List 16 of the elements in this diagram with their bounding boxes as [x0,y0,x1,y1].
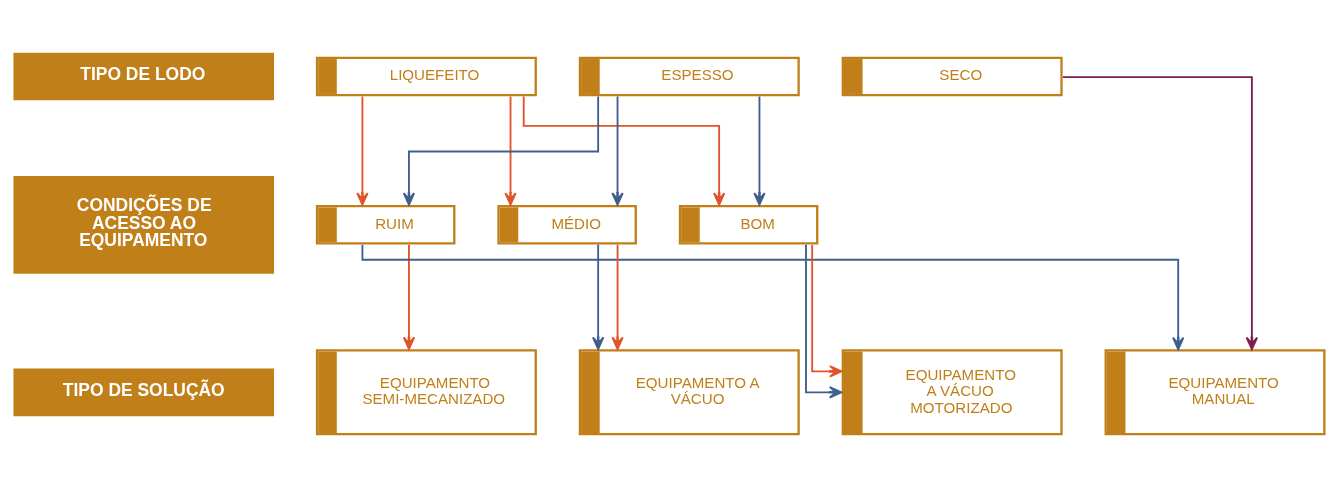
arrow [611,243,624,350]
arrow [356,95,369,206]
arrow [402,243,416,350]
arrow [805,243,843,398]
arrow [361,243,1185,350]
arrow [811,243,843,378]
arrow [402,95,600,206]
arrow [504,95,517,206]
arrow [522,95,726,206]
node-box: TIPO DE LODO [13,52,274,100]
node-box: CONDIÇÕES DE ACESSO AO EQUIPAMENTO [13,175,274,274]
node-box: TIPO DE SOLUÇÃO [13,367,274,416]
arrow [753,95,766,206]
arrow [592,243,605,350]
arrow [611,95,624,206]
arrow [1062,75,1259,350]
